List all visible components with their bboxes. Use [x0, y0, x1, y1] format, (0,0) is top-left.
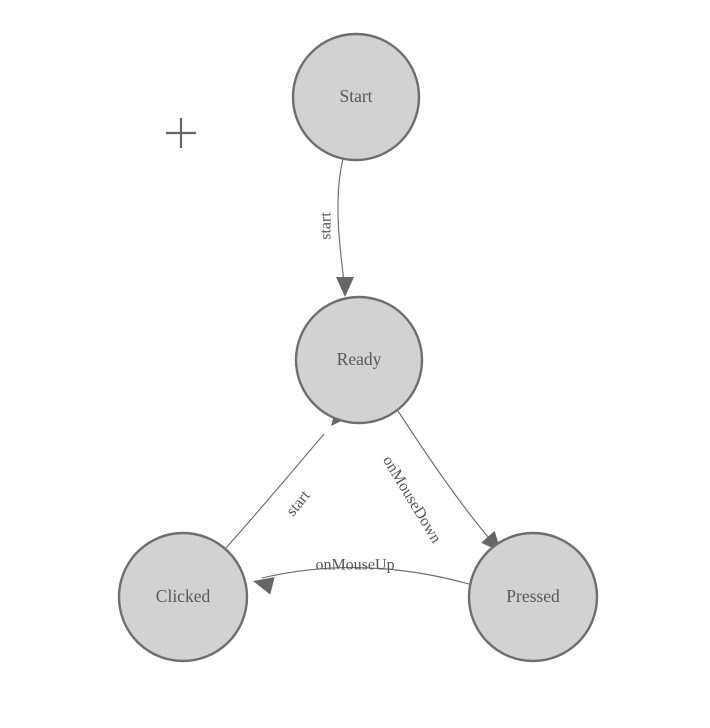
node-circle-pressed[interactable]	[467, 531, 599, 663]
node-label-start: Start	[339, 86, 372, 106]
node-clicked[interactable]: Clicked	[117, 531, 249, 663]
node-pressed[interactable]: Pressed	[467, 531, 599, 663]
node-label-clicked: Clicked	[156, 586, 211, 606]
node-circle-start[interactable]	[291, 32, 421, 162]
arrowhead-start-to-ready	[336, 277, 354, 297]
node-ready[interactable]: Ready	[294, 295, 424, 425]
edge-path-ready-to-pressed	[397, 410, 495, 545]
node-start[interactable]: Start	[291, 32, 421, 162]
edge-path-start-to-ready	[337, 158, 346, 291]
edge-label-clicked-to-ready: start	[283, 487, 314, 520]
node-label-pressed: Pressed	[506, 586, 560, 606]
node-label-ready: Ready	[337, 349, 382, 369]
edge-path-clicked-to-ready	[224, 433, 325, 550]
edge-label-pressed-to-clicked: onMouseUp	[315, 557, 394, 574]
node-circle-clicked[interactable]	[117, 531, 249, 663]
edge-path-pressed-to-clicked	[261, 567, 470, 585]
edge-ready-to-pressed[interactable]: onMouseDown	[379, 410, 508, 558]
crosshair-icon	[166, 118, 196, 148]
edge-label-start-to-ready: start	[318, 212, 335, 240]
edge-pressed-to-clicked[interactable]: onMouseUp	[251, 557, 470, 595]
arrowhead-pressed-to-clicked	[253, 577, 275, 595]
node-circle-ready[interactable]	[294, 295, 424, 425]
edge-start-to-ready[interactable]: start	[318, 158, 354, 297]
edge-clicked-to-ready[interactable]: start	[224, 404, 351, 550]
edge-label-ready-to-pressed: onMouseDown	[379, 453, 444, 546]
